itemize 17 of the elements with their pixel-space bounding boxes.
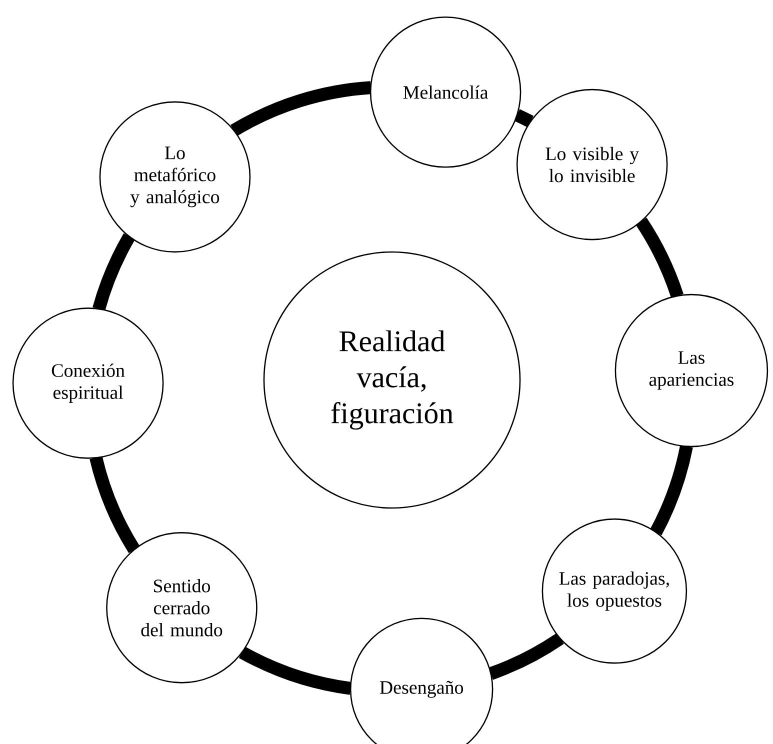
- circle-node: Lo metafórico y analógico: [99, 101, 251, 253]
- ring-segment: [650, 445, 693, 536]
- node-label: Las apariencias: [649, 351, 734, 390]
- circle-node: Realidad vacía, figuración: [263, 251, 521, 509]
- circle-node: Las apariencias: [614, 294, 768, 448]
- circle-node: Las paradojas, los opuestos: [542, 518, 688, 664]
- ring-segment: [636, 218, 684, 298]
- ring-segment: [90, 456, 140, 553]
- ring-segment: [238, 646, 352, 695]
- ring-segment: [230, 81, 372, 136]
- ring-segment: [488, 633, 564, 680]
- circle-node: Melancolía: [370, 16, 522, 168]
- circle-node: Lo visible y lo invisible: [516, 88, 668, 240]
- ring-segment: [92, 233, 135, 311]
- circle-node: Conexión espiritual: [12, 308, 164, 459]
- ring-segment: [514, 109, 534, 128]
- circle-node: Sentido cerrado del mundo: [106, 532, 258, 684]
